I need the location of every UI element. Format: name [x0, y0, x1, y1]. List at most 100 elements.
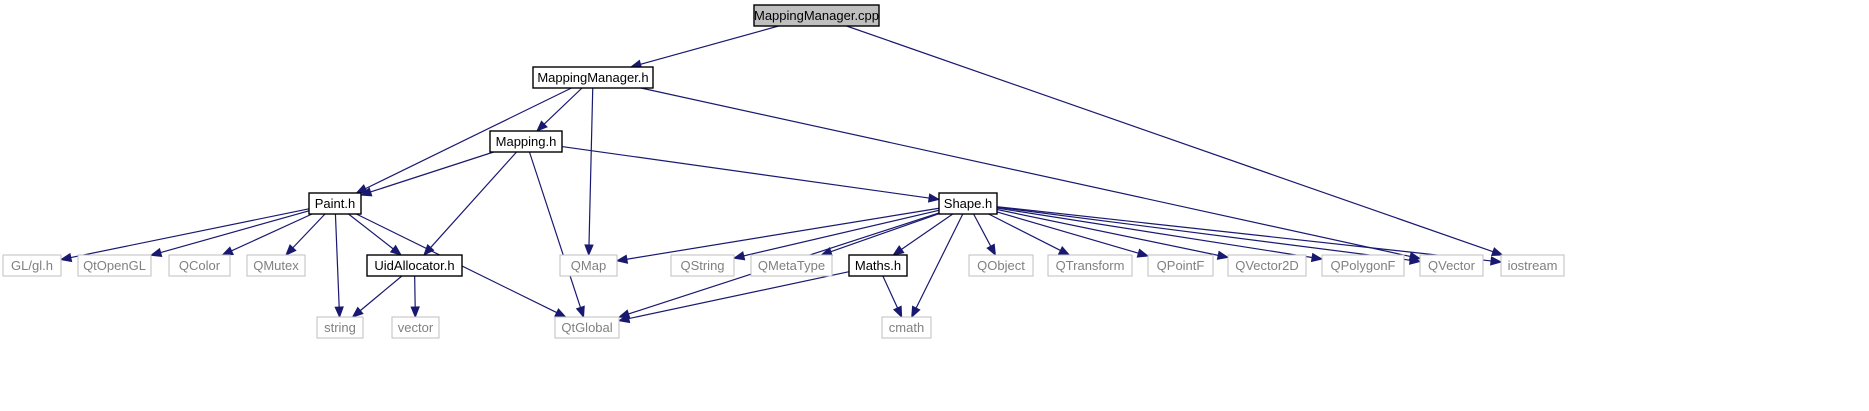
arrow-head	[927, 193, 941, 203]
node-string: string	[316, 316, 364, 339]
edge-UidAllocator_h-to-vector	[410, 275, 420, 319]
node-label: QVector2D	[1235, 258, 1299, 273]
arrow-head	[575, 305, 585, 319]
arrow-head	[892, 245, 905, 256]
node-label: UidAllocator.h	[374, 258, 454, 273]
node-qobject: QObject	[968, 254, 1034, 277]
edge-line	[743, 209, 940, 257]
edge-Mapping_h-to-QtGlobal	[528, 151, 585, 319]
node-label: Maths.h	[855, 258, 901, 273]
edge-line	[231, 213, 313, 252]
arrow-head	[285, 244, 297, 256]
edge-Shape_h-to-QMetaType	[820, 213, 940, 256]
edge-line	[996, 206, 1492, 262]
node-mapping-h[interactable]: Mapping.h	[489, 130, 563, 153]
node-label: QObject	[977, 258, 1025, 273]
node-label: iostream	[1508, 258, 1558, 273]
node-box	[559, 254, 618, 277]
arrow-head	[351, 306, 364, 318]
arrow-head	[59, 252, 73, 263]
edge-line	[430, 151, 518, 248]
arrow-head	[355, 184, 369, 194]
node-qtopengl: QtOpenGL	[77, 254, 152, 277]
node-mappingmanager-h[interactable]: MappingManager.h	[532, 66, 654, 89]
edge-line	[70, 208, 310, 259]
edge-line	[846, 25, 1494, 253]
edge-UidAllocator_h-to-string	[351, 275, 403, 318]
node-label: QTransform	[1056, 258, 1125, 273]
arrow-head	[536, 120, 548, 132]
node-shape-h[interactable]: Shape.h	[938, 192, 998, 215]
arrow-head	[1490, 256, 1503, 266]
edge-line	[915, 213, 964, 309]
node-label: Mapping.h	[496, 134, 557, 149]
edge-Maths_h-to-cmath	[882, 275, 903, 319]
node-box	[366, 254, 463, 277]
node-box	[753, 4, 880, 27]
node-uidallocator-h[interactable]: UidAllocator.h	[366, 254, 463, 277]
edge-line	[996, 207, 1313, 259]
edge-line	[996, 206, 1411, 261]
node-box	[1227, 254, 1307, 277]
nodes-layer: MappingManager.cppMappingManager.hMappin…	[2, 4, 1565, 339]
arrow-head	[892, 305, 903, 319]
edge-line	[370, 151, 494, 193]
edge-MappingManager_cpp-to-iostream	[846, 25, 1504, 257]
edge-Paint_h-to-QColor	[221, 213, 313, 256]
edge-Shape_h-to-QMap	[615, 207, 940, 264]
edge-Paint_h-to-GL_gl_h	[59, 208, 310, 263]
edge-line	[414, 275, 416, 308]
node-label: QPolygonF	[1330, 258, 1395, 273]
edge-Paint_h-to-QMutex	[285, 213, 326, 256]
edge-line	[996, 211, 1139, 254]
node-box	[2, 254, 62, 277]
edge-line	[543, 87, 583, 125]
node-maths-h[interactable]: Maths.h	[848, 254, 908, 277]
edge-line	[561, 145, 930, 199]
node-label: QtOpenGL	[83, 258, 146, 273]
node-qvector2d: QVector2D	[1227, 254, 1307, 277]
node-paint-h[interactable]: Paint.h	[308, 192, 362, 215]
node-label: Paint.h	[315, 196, 355, 211]
arrow-head	[221, 246, 234, 256]
node-qpolygonf: QPolygonF	[1321, 254, 1405, 277]
node-iostream: iostream	[1500, 254, 1565, 277]
edge-Paint_h-to-QtOpenGL	[149, 210, 310, 257]
node-box	[750, 254, 833, 277]
arrow-head	[1057, 246, 1071, 256]
arrow-head	[1136, 248, 1150, 258]
edge-Maths_h-to-QtGlobal	[617, 271, 850, 324]
edge-line	[996, 208, 1219, 256]
node-box	[848, 254, 908, 277]
arrow-head	[911, 305, 921, 319]
node-label: QPointF	[1157, 258, 1205, 273]
edge-Shape_h-to-QVector	[996, 206, 1422, 265]
node-box	[532, 66, 654, 89]
edge-line	[588, 87, 594, 246]
node-label: vector	[398, 320, 434, 335]
node-label: QMutex	[253, 258, 299, 273]
node-qstring: QString	[670, 254, 735, 277]
edge-Mapping_h-to-Paint_h	[359, 151, 494, 197]
node-qtransform: QTransform	[1047, 254, 1133, 277]
node-box	[1419, 254, 1484, 277]
edge-line	[292, 213, 326, 249]
edge-MappingManager_h-to-QMap	[584, 87, 594, 257]
node-label: Shape.h	[944, 196, 992, 211]
edge-line	[640, 87, 1411, 258]
node-cmath: cmath	[881, 316, 932, 339]
arrow-head	[986, 243, 997, 257]
arrow-head	[584, 244, 594, 257]
node-box	[1321, 254, 1405, 277]
edge-Shape_h-to-QPolygonF	[996, 207, 1324, 263]
edge-line	[628, 271, 850, 320]
edge-line	[359, 275, 403, 312]
arrow-head	[389, 244, 403, 256]
edge-line	[528, 151, 582, 308]
node-mappingmanager-cpp[interactable]: MappingManager.cpp	[753, 4, 880, 27]
edge-line	[334, 213, 340, 308]
node-vector: vector	[391, 316, 440, 339]
arrow-head	[410, 306, 420, 319]
node-qpointf: QPointF	[1147, 254, 1214, 277]
node-qcolor: QColor	[168, 254, 231, 277]
